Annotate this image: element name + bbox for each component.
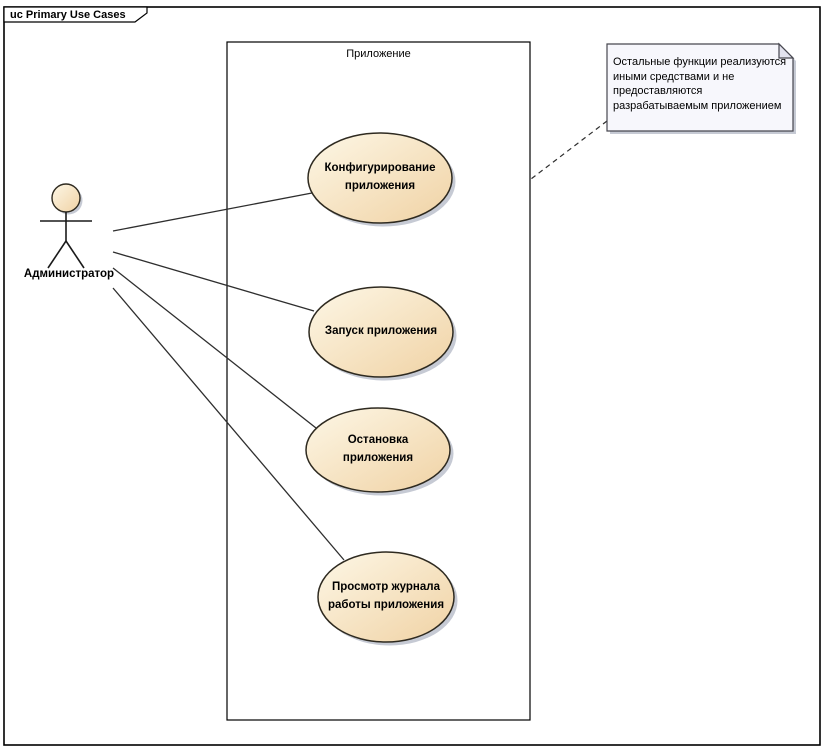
- association-launch: [112, 251, 315, 312]
- note-body: [606, 43, 794, 132]
- use-case-stop-ellipse: [305, 407, 451, 493]
- use-case-launch-ellipse: [308, 286, 454, 378]
- actor-label: Администратор: [23, 268, 115, 280]
- note-fold-corner: [778, 42, 795, 59]
- diagram-frame: [3, 6, 821, 746]
- system-boundary-label: Приложение: [346, 48, 411, 60]
- actor-figure: [40, 183, 92, 269]
- association-stop: [112, 267, 317, 429]
- actor-head: [51, 183, 81, 213]
- note-anchor-line: [530, 120, 608, 180]
- actor-body: [40, 212, 92, 269]
- use-case-viewlog-ellipse: [317, 551, 455, 643]
- association-viewlog: [112, 287, 345, 561]
- association-lines: [112, 192, 345, 561]
- note-text: Остальные функции реализуются иными сред…: [613, 56, 787, 112]
- frame-title-tab: [3, 6, 148, 23]
- frame-title: uc Primary Use Cases: [10, 9, 126, 21]
- use-case-configure-label: Конфигурирование приложения: [324, 162, 436, 192]
- association-configure: [112, 192, 313, 232]
- use-case-launch-label: Запуск приложения: [324, 325, 438, 338]
- note-shape: [606, 42, 796, 134]
- use-case-viewlog-label: Просмотр журнала работы приложения: [327, 581, 445, 611]
- use-case-stop-label: Остановка приложения: [342, 434, 414, 464]
- use-case-configure-ellipse: [307, 132, 453, 224]
- use-case-shapes: [305, 132, 458, 646]
